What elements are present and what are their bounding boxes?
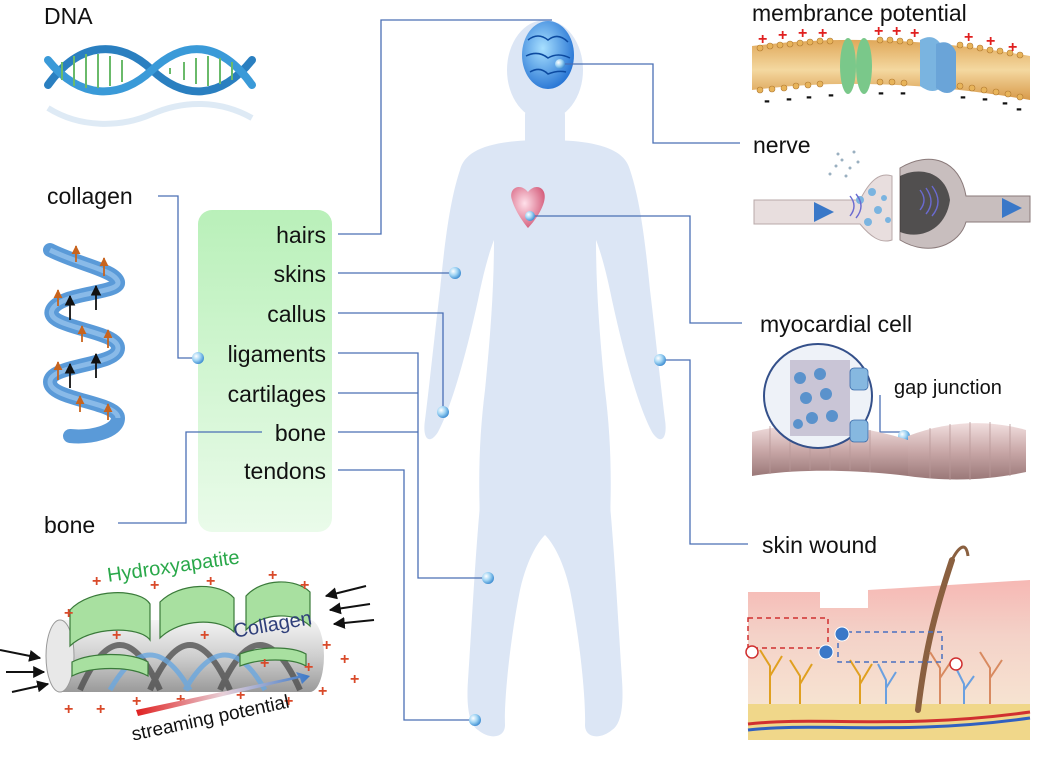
nerve-synapse-illustration	[753, 150, 1031, 249]
tissue-list-box	[198, 210, 332, 532]
tissue-cartilages: cartilages	[227, 381, 326, 407]
svg-text:-: -	[806, 86, 812, 106]
dna-helix-illustration	[44, 45, 256, 127]
svg-text:+: +	[176, 691, 185, 708]
svg-text:+: +	[64, 605, 73, 622]
myocardial-cell-illustration	[752, 343, 1026, 480]
dna-label: DNA	[44, 3, 93, 29]
svg-text:+: +	[1008, 39, 1017, 56]
svg-text:+: +	[96, 701, 105, 718]
collagen-helix-illustration	[42, 243, 126, 444]
bone-structure-illustration: +++ +++ +++ +++ +++ +++ ++	[0, 567, 375, 718]
svg-text:+: +	[986, 33, 995, 50]
bone-label: bone	[44, 512, 96, 538]
tissue-ligaments: ligaments	[227, 341, 326, 367]
skin-wound-label: skin wound	[762, 532, 878, 558]
svg-text:-: -	[1016, 98, 1022, 118]
svg-text:+: +	[112, 627, 121, 644]
svg-text:+: +	[318, 683, 327, 700]
svg-text:+: +	[260, 655, 269, 672]
svg-text:-: -	[900, 82, 906, 102]
svg-text:+: +	[910, 25, 919, 42]
tissue-skins: skins	[273, 261, 326, 287]
gap-junction-label: gap junction	[894, 377, 1002, 399]
svg-text:+: +	[284, 693, 293, 710]
svg-text:-: -	[1002, 92, 1008, 112]
svg-text:+: +	[236, 687, 245, 704]
human-body-silhouette	[424, 20, 666, 737]
svg-text:+: +	[758, 31, 767, 48]
svg-text:+: +	[64, 701, 73, 718]
svg-text:+: +	[300, 577, 309, 594]
svg-text:+: +	[798, 25, 807, 42]
svg-text:+: +	[350, 671, 359, 688]
svg-text:+: +	[964, 29, 973, 46]
nerve-label: nerve	[753, 132, 811, 158]
svg-text:+: +	[874, 23, 883, 40]
svg-text:+: +	[200, 627, 209, 644]
svg-text:+: +	[778, 27, 787, 44]
svg-text:-: -	[828, 84, 834, 104]
membrane-potential-illustration: +++ +++ +++ + --- --- --- -	[752, 23, 1030, 118]
connector-dots	[192, 59, 910, 726]
svg-text:-: -	[786, 88, 792, 108]
svg-text:+: +	[340, 651, 349, 668]
svg-text:+: +	[92, 573, 101, 590]
heart-icon	[511, 186, 545, 228]
tissue-callus: callus	[267, 301, 326, 327]
svg-text:+: +	[206, 573, 215, 590]
svg-text:-: -	[878, 82, 884, 102]
svg-text:-: -	[960, 86, 966, 106]
skin-wound-illustration	[745, 545, 1031, 740]
svg-text:+: +	[892, 23, 901, 40]
myocardial-cell-label: myocardial cell	[760, 311, 913, 337]
brain-icon	[522, 21, 574, 89]
svg-text:+: +	[150, 577, 159, 594]
svg-text:+: +	[268, 567, 277, 584]
tissue-tendons: tendons	[244, 458, 326, 484]
tissue-bone: bone	[274, 420, 326, 446]
svg-text:-: -	[764, 90, 770, 110]
svg-text:+: +	[304, 659, 313, 676]
svg-text:-: -	[982, 88, 988, 108]
tissue-hairs: hairs	[276, 222, 326, 248]
svg-text:+: +	[818, 25, 827, 42]
svg-text:+: +	[132, 693, 141, 710]
connector-lines	[118, 19, 904, 721]
svg-text:+: +	[322, 637, 331, 654]
membrane-potential-label: membrance potential	[752, 0, 967, 26]
collagen-label: collagen	[47, 183, 133, 209]
